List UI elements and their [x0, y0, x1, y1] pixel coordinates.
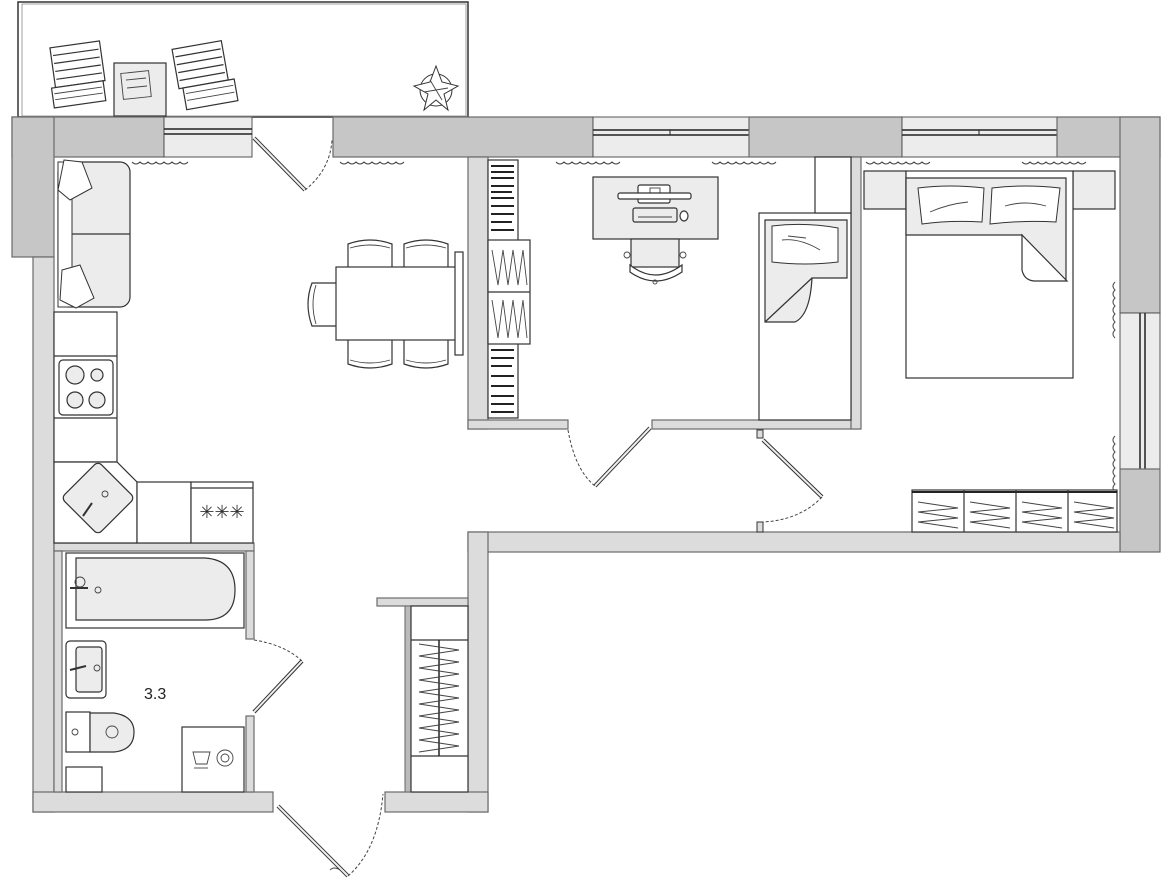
- balcony-side-table: [113, 62, 167, 117]
- bathroom: 3.3: [65, 552, 245, 793]
- mouse: [679, 210, 689, 222]
- dining-table-set: [307, 239, 464, 369]
- study-room: [487, 156, 852, 421]
- entrance-door: [276, 793, 384, 878]
- office-chair: [623, 238, 687, 285]
- potted-plant: [412, 64, 460, 112]
- bathroom-door: [252, 639, 304, 714]
- living-kitchen: ✳✳✳: [53, 159, 464, 544]
- corner-sink: [62, 462, 134, 534]
- double-bed: [905, 170, 1074, 379]
- balcony-door: [252, 136, 333, 192]
- nightstand-right: [1072, 170, 1116, 210]
- bath-cabinet: [65, 766, 103, 793]
- chest-of-drawers: [911, 489, 1118, 533]
- hall-wardrobe: [410, 605, 469, 793]
- bookshelf: [487, 159, 531, 419]
- dishwasher: ✳✳✳: [190, 481, 254, 544]
- toilet: [65, 711, 135, 753]
- single-bed: [758, 212, 852, 421]
- balcony: [17, 1, 469, 118]
- keyboard: [632, 207, 678, 223]
- sofa: [57, 159, 131, 309]
- kitchen-counter: ✳✳✳: [53, 311, 254, 544]
- master-bedroom: [863, 170, 1118, 533]
- bathtub: [65, 552, 245, 629]
- curtains: [131, 161, 1116, 517]
- svg-text:✳✳✳: ✳✳✳: [199, 502, 244, 523]
- study-door: [567, 426, 652, 488]
- washbasin: [65, 640, 107, 699]
- bedroom-door: [756, 429, 824, 533]
- deck-chair-right: [171, 39, 239, 111]
- deck-chair-left: [49, 40, 107, 109]
- washing-machine: [181, 726, 245, 793]
- bathroom-area-label: 3.3: [144, 686, 166, 703]
- monitor: [617, 184, 692, 204]
- study-wardrobe: [814, 156, 852, 214]
- desk: [592, 176, 719, 240]
- walls: [11, 116, 1161, 813]
- doors: [252, 136, 824, 878]
- stove: [58, 359, 114, 416]
- nightstand-left: [863, 170, 907, 210]
